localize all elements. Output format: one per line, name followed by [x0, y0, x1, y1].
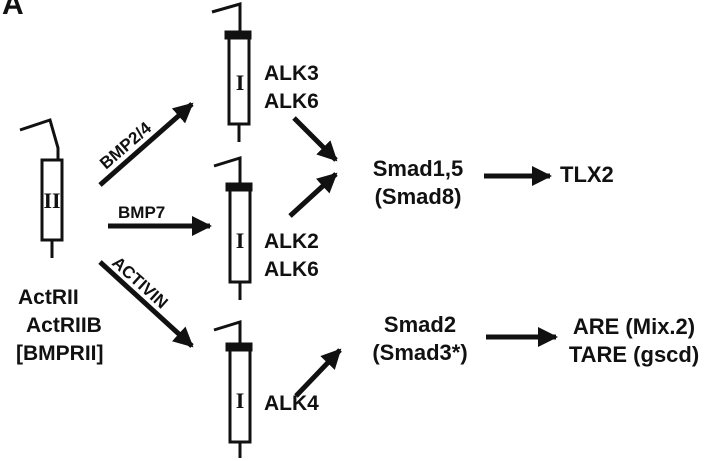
alk4-to-smad2-arrow — [294, 348, 342, 398]
smad8-label: (Smad8) — [375, 184, 462, 209]
activin-arrow — [98, 260, 194, 348]
smad3-label: (Smad3*) — [372, 340, 467, 365]
bmp7-label: BMP7 — [118, 203, 165, 222]
type-i-roman-3: I — [236, 388, 245, 413]
type-ii-name-actriib: ActRIIB — [26, 314, 102, 337]
tare-gscd-label: TARE (gscd) — [569, 342, 699, 367]
type-ii-name-actrii: ActRII — [18, 286, 79, 309]
bmp2-4-arrow — [98, 102, 194, 187]
alk4-label: ALK4 — [264, 392, 319, 415]
activin-label: ACTIVIN — [108, 253, 171, 313]
type-i-receptor-alk2-alk6 — [213, 155, 253, 300]
type-i-roman-1: I — [236, 70, 245, 95]
smad1-5-label: Smad1,5 — [373, 156, 464, 181]
alk2-to-smad1-arrow — [288, 172, 338, 218]
type-ii-roman: II — [43, 188, 60, 213]
alk6-label-top: ALK6 — [264, 90, 319, 113]
alk3-to-smad1-arrow — [292, 116, 338, 162]
are-mix2-label: ARE (Mix.2) — [573, 314, 695, 339]
alk6-label-bottom: ALK6 — [264, 258, 319, 281]
tlx2-label: TLX2 — [560, 162, 614, 187]
panel-label: A — [2, 0, 24, 21]
type-i-receptor-alk4 — [213, 319, 253, 458]
smad2-label: Smad2 — [384, 312, 456, 337]
type-i-receptor-alk3-alk6 — [211, 2, 252, 142]
alk2-label: ALK2 — [264, 230, 319, 253]
type-ii-name-bmprii: [BMPRII] — [16, 342, 104, 365]
type-ii-receptor — [19, 118, 64, 258]
type-i-roman-2: I — [236, 228, 245, 253]
alk3-label: ALK3 — [264, 62, 319, 85]
